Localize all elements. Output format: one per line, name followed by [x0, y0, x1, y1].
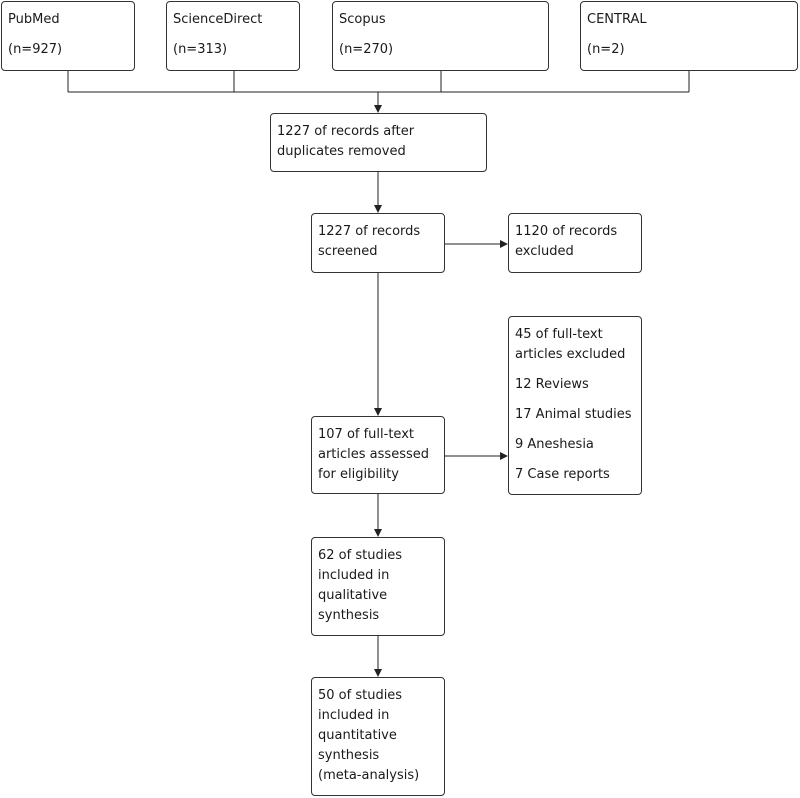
- box-line: 1227 of records: [318, 224, 421, 239]
- box-line: duplicates removed: [277, 144, 406, 159]
- box-line: synthesis: [318, 608, 380, 623]
- source-count: (n=927): [8, 42, 63, 57]
- exclusion-reason: 9 Aneshesia: [515, 437, 594, 452]
- source-name: ScienceDirect: [173, 12, 263, 27]
- box-line: (meta-analysis): [318, 768, 420, 783]
- exclusion-reason: 17 Animal studies: [515, 407, 632, 422]
- fulltext-assessed-box: 107 of full-text articles assessed for e…: [311, 416, 445, 494]
- box-line: included in: [318, 568, 390, 583]
- box-line: qualitative: [318, 588, 388, 603]
- exclusion-reason: 12 Reviews: [515, 377, 589, 392]
- records-screened-box: 1227 of records screened: [311, 213, 445, 273]
- qualitative-synthesis-box: 62 of studies included in qualitative sy…: [311, 537, 445, 636]
- box-line: articles excluded: [515, 347, 626, 362]
- exclusion-reason: 7 Case reports: [515, 467, 610, 482]
- source-pubmed-box: PubMed (n=927): [1, 1, 135, 71]
- box-line: 45 of full-text: [515, 327, 603, 342]
- box-line: synthesis: [318, 748, 380, 763]
- source-sciencedirect-box: ScienceDirect (n=313): [166, 1, 300, 71]
- source-count: (n=2): [587, 42, 625, 57]
- box-line: articles assessed: [318, 447, 429, 462]
- box-line: 62 of studies: [318, 548, 403, 563]
- box-line: 107 of full-text: [318, 427, 414, 442]
- source-name: Scopus: [339, 12, 386, 27]
- box-line: 1227 of records after: [277, 124, 415, 139]
- source-central-box: CENTRAL (n=2): [580, 1, 798, 71]
- quantitative-synthesis-box: 50 of studies included in quantitative s…: [311, 677, 445, 796]
- duplicates-removed-box: 1227 of records after duplicates removed: [270, 113, 487, 172]
- box-line: included in: [318, 708, 390, 723]
- box-line: 1120 of records: [515, 224, 618, 239]
- box-line: for eligibility: [318, 467, 399, 482]
- source-name: CENTRAL: [587, 12, 647, 27]
- box-line: quantitative: [318, 728, 397, 743]
- box-line: 50 of studies: [318, 688, 403, 703]
- box-line: screened: [318, 244, 378, 259]
- box-line: excluded: [515, 244, 574, 259]
- records-excluded-box: 1120 of records excluded: [508, 213, 642, 273]
- fulltext-excluded-box: 45 of full-text articles excluded 12 Rev…: [508, 316, 642, 495]
- source-name: PubMed: [8, 12, 60, 27]
- source-count: (n=270): [339, 42, 394, 57]
- source-scopus-box: Scopus (n=270): [332, 1, 549, 71]
- source-count: (n=313): [173, 42, 228, 57]
